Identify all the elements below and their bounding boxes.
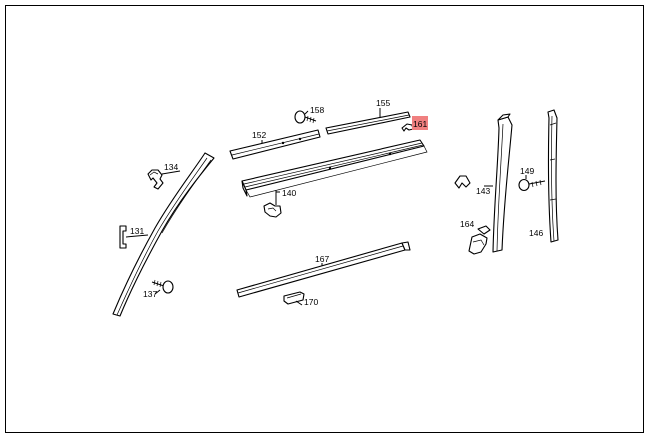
leader-170: [295, 300, 303, 306]
label-167: 167: [315, 254, 329, 264]
leader-131: [125, 234, 149, 238]
part-161-clip[interactable]: [401, 123, 414, 132]
label-140: 140: [282, 188, 296, 198]
leader-158: [304, 110, 309, 115]
label-155: 155: [376, 98, 390, 108]
part-131-bracket[interactable]: [119, 225, 127, 249]
label-131: 131: [130, 226, 144, 236]
leader-134: [161, 170, 181, 175]
part-155-strip[interactable]: [325, 111, 411, 135]
label-143: 143: [476, 186, 490, 196]
part-149-screw[interactable]: [518, 178, 546, 192]
leader-137: [154, 289, 161, 295]
part-131-pillar-strip[interactable]: [112, 152, 215, 317]
label-137: 137: [143, 289, 157, 299]
part-146-strip[interactable]: [547, 109, 559, 243]
label-146: 146: [529, 228, 543, 238]
part-137-screw[interactable]: [151, 279, 174, 294]
part-167-bottom-strip[interactable]: [236, 241, 411, 298]
label-134: 134: [164, 162, 178, 172]
label-149: 149: [520, 166, 534, 176]
highlight-161: [412, 116, 428, 130]
diagram-border: [5, 5, 644, 433]
part-140-window-channel[interactable]: [241, 139, 428, 198]
label-161: 161: [413, 119, 427, 129]
part-158-screw[interactable]: [294, 110, 317, 124]
label-158: 158: [310, 105, 324, 115]
part-170-clip[interactable]: [283, 291, 305, 305]
part-143-clip[interactable]: [454, 175, 471, 189]
label-152: 152: [252, 130, 266, 140]
part-164-bracket[interactable]: [468, 225, 491, 255]
part-140-clip[interactable]: [263, 202, 282, 218]
part-143-pillar-strip[interactable]: [492, 113, 513, 253]
part-134-clip[interactable]: [147, 169, 164, 190]
part-152-upper-strip[interactable]: [229, 129, 321, 160]
label-170: 170: [304, 297, 318, 307]
label-164: 164: [460, 219, 474, 229]
